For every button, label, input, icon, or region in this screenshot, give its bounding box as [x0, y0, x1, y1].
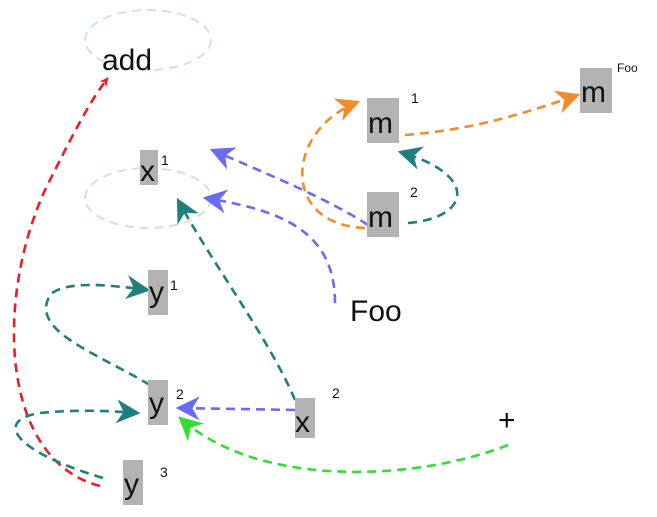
- node-y2-label: y: [149, 387, 164, 420]
- node-add: add: [102, 44, 152, 77]
- edge-m2-to-x1-upper: [209, 147, 369, 227]
- node-y3-label: y: [124, 468, 139, 501]
- node-foo-label: Foo: [350, 295, 402, 328]
- node-x2-label: x: [295, 406, 310, 439]
- node-plus-label: +: [498, 404, 516, 437]
- node-y1-label: y: [149, 276, 164, 309]
- node-y2-sup: 2: [176, 386, 184, 402]
- node-y2-box: [148, 380, 168, 425]
- node-x2-box: [295, 398, 315, 438]
- node-y1: y 1: [148, 270, 178, 315]
- edge-y3-to-y2-loop: [14, 399, 141, 480]
- node-y1-box: [148, 270, 168, 315]
- edge-plus-to-y2: [178, 416, 509, 474]
- node-m2-box: [367, 192, 399, 237]
- edge-x2-to-x1: [176, 197, 297, 401]
- node-mfoo-sup: Foo: [617, 61, 638, 75]
- node-m2-label: m: [368, 201, 393, 234]
- node-mfoo-box: [580, 68, 612, 113]
- node-x1-box: [140, 150, 158, 185]
- node-mfoo-label: m: [581, 76, 606, 109]
- node-m2: m 2: [367, 184, 418, 237]
- node-m1-sup: 1: [411, 90, 419, 106]
- node-x1-label: x: [140, 155, 155, 188]
- edge-m2-to-m1: [301, 98, 366, 230]
- node-mfoo: m Foo: [580, 61, 638, 113]
- node-y2: y 2: [148, 380, 184, 425]
- node-m1-box: [367, 98, 399, 143]
- node-m1-label: m: [368, 107, 393, 140]
- node-plus: +: [498, 404, 516, 437]
- node-x1-sup: 1: [161, 152, 169, 168]
- node-y3: y 3: [123, 460, 168, 505]
- node-m1: m 1: [367, 90, 419, 143]
- node-x2: x 2: [295, 385, 340, 439]
- node-foo: Foo: [350, 295, 402, 328]
- node-y3-sup: 3: [160, 464, 168, 480]
- edge-y3-to-add: [12, 77, 110, 488]
- node-m2-sup: 2: [410, 184, 418, 200]
- add-ring: [84, 9, 212, 71]
- edge-y2-to-y1-loop: [44, 275, 151, 387]
- node-add-label: add: [102, 44, 152, 77]
- node-x2-sup: 2: [332, 385, 340, 401]
- node-x1: x 1: [140, 150, 169, 188]
- node-y3-box: [123, 460, 143, 505]
- edge-m2-to-m1-loop: [397, 146, 459, 225]
- node-y1-sup: 1: [170, 277, 178, 293]
- edge-foo-to-x1-lower: [202, 189, 337, 304]
- edge-m1-to-mfoo: [404, 90, 581, 137]
- edge-x2-to-y2: [175, 396, 296, 421]
